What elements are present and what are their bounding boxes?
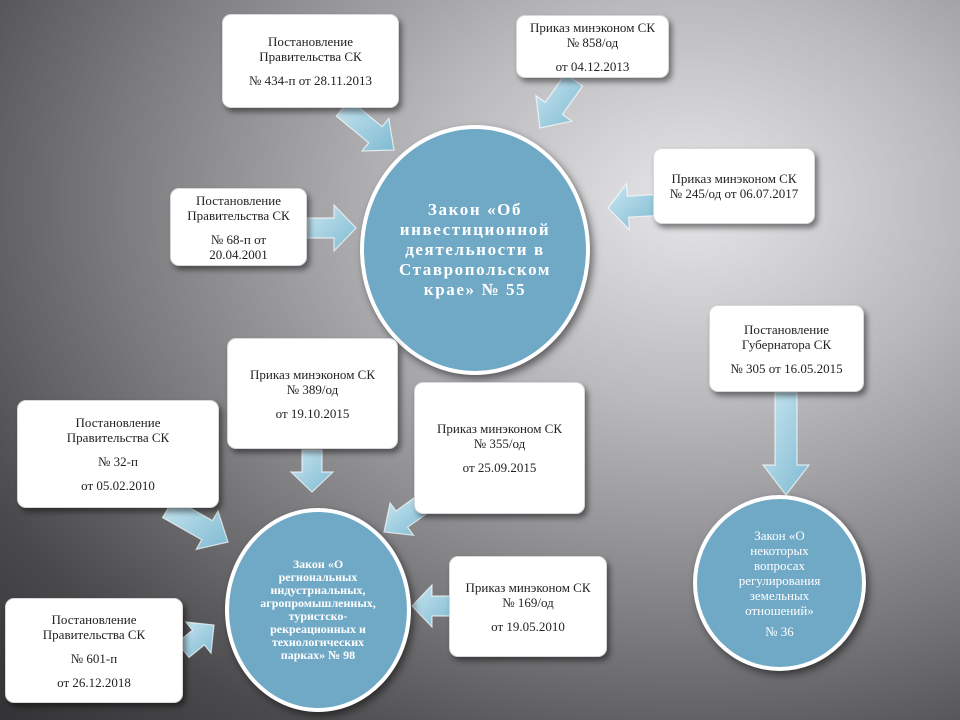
land-law-line-6: отношений» [745, 602, 814, 618]
decree-434-type: Постановление [268, 34, 353, 49]
parks-law-line-8: парках» № 98 [280, 648, 356, 662]
decree-68-number: № 68-п от [210, 231, 267, 247]
land-law-line-3: вопросах [753, 557, 805, 573]
investment-law-line-5: крае» № 55 [423, 280, 527, 299]
order-355-date: от 25.09.2015 [462, 460, 537, 475]
decree-305-box: Постановление Губернатора СК № 305 от 16… [709, 305, 864, 392]
investment-law-circle: Закон «Об инвестиционной деятельности в … [360, 125, 590, 375]
parks-law-line-2: региональных [278, 570, 358, 584]
decree-32-type: Постановление [75, 415, 161, 430]
decree-601-box: Постановление Правительства СК № 601-п о… [5, 598, 183, 703]
parks-law-line-7: технологических [271, 635, 365, 649]
decree-434-issuer: Правительства СК [259, 49, 362, 64]
parks-law-line-3: индустриальных, [270, 583, 366, 597]
arrow-245-to-investment-law [607, 182, 658, 232]
arrow-389-to-parks-law [289, 449, 335, 493]
decree-32-box: Постановление Правительства СК № 32-п от… [17, 400, 219, 508]
parks-law-line-6: рекреационных и [270, 622, 366, 636]
order-169-date: от 19.05.2010 [491, 618, 565, 634]
decree-68-type: Постановление [196, 192, 281, 208]
investment-law-line-3: деятельности в [405, 240, 545, 259]
order-245-type: Приказ минэконом СК [671, 171, 797, 186]
order-169-number: № 169/од [502, 594, 554, 610]
order-355-number: № 355/од [473, 436, 526, 451]
decree-601-type: Постановление [51, 611, 137, 627]
parks-law-line-1: Закон «О [292, 557, 344, 571]
decree-68-issuer: Правительства СК [187, 207, 290, 223]
order-169-type: Приказ минэконом СК [465, 579, 591, 595]
order-389-date: от 19.10.2015 [275, 405, 350, 421]
arrow-858-to-investment-law [535, 73, 584, 129]
decree-32-date: от 05.02.2010 [81, 478, 155, 493]
order-389-number: № 389/од [286, 381, 339, 397]
arrow-169-to-parks-law [411, 583, 453, 629]
decree-305-number: № 305 от 16.05.2015 [730, 360, 843, 376]
order-858-type: Приказ минэконом СК [529, 19, 656, 35]
order-858-date: от 04.12.2013 [555, 58, 630, 74]
decree-601-date: от 26.12.2018 [57, 674, 131, 690]
order-355-type: Приказ минэконом СК [436, 421, 563, 436]
decree-434-number: № 434-п от 28.11.2013 [249, 73, 372, 88]
parks-law-line-4: агропромышленных, [260, 596, 376, 610]
land-law-line-4: регулирования [738, 572, 821, 588]
order-858-number: № 858/од [566, 34, 619, 50]
land-law-line-1: Закон «О [754, 527, 805, 543]
decree-601-number: № 601-п [70, 650, 118, 666]
land-law-number: № 36 [765, 623, 794, 639]
decree-434-box: Постановление Правительства СК № 434-п о… [222, 14, 399, 108]
land-law-line-2: некоторых [750, 542, 809, 558]
investment-law-line-2: инвестиционной [399, 220, 551, 239]
order-355-box: Приказ минэконом СК № 355/од от 25.09.20… [414, 382, 585, 514]
arrow-68-to-investment-law [306, 203, 357, 253]
decree-68-date: 20.04.2001 [209, 246, 268, 262]
decree-68-box: Постановление Правительства СК № 68-п от… [170, 188, 307, 266]
arrow-305-to-land-law [761, 391, 811, 496]
order-245-number: № 245/од от 06.07.2017 [669, 186, 799, 201]
investment-law-line-1: Закон «Об [427, 200, 523, 219]
decree-305-issuer: Губернатора СК [741, 336, 832, 352]
investment-law-line-4: Ставропольском [398, 260, 552, 279]
land-law-line-5: земельных [749, 587, 810, 603]
parks-law-line-5: туристско- [288, 609, 348, 623]
decree-32-number: № 32-п [98, 454, 138, 469]
decree-32-issuer: Правительства СК [66, 430, 170, 445]
land-law-circle: Закон «О некоторых вопросах регулировани… [693, 495, 866, 671]
order-389-box: Приказ минэконом СК № 389/од от 19.10.20… [227, 338, 398, 449]
order-858-box: Приказ минэконом СК № 858/од от 04.12.20… [516, 15, 669, 78]
parks-law-circle: Закон «О региональных индустриальных, аг… [225, 508, 411, 712]
decree-305-type: Постановление [744, 321, 829, 337]
order-389-type: Приказ минэконом СК [249, 366, 376, 382]
order-169-box: Приказ минэконом СК № 169/од от 19.05.20… [449, 556, 607, 657]
decree-601-issuer: Правительства СК [42, 626, 146, 642]
order-245-box: Приказ минэконом СК № 245/од от 06.07.20… [653, 148, 815, 224]
